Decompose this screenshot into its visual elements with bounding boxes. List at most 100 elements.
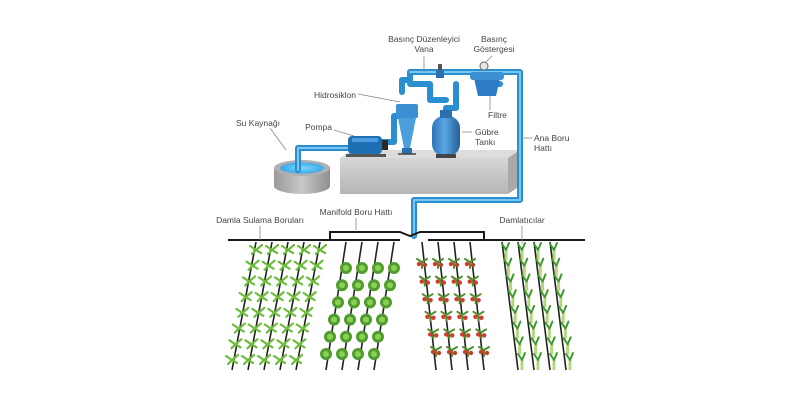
corn-plant xyxy=(312,243,328,256)
corn-plant xyxy=(306,275,321,287)
tomato-fruit xyxy=(463,315,468,320)
label-hydrocyclone: Hidrosiklon xyxy=(314,90,356,100)
tomato-fruit xyxy=(436,350,442,356)
cabbage-heart xyxy=(335,299,341,306)
stem-leaf xyxy=(565,352,574,361)
corn-plant xyxy=(256,353,272,366)
tomato-fruit xyxy=(416,261,422,267)
label-valve-line1: Basınç Düzenleyici xyxy=(388,34,460,44)
corn-plant xyxy=(293,259,308,271)
corn-plant xyxy=(224,353,240,366)
pressure-valve xyxy=(436,64,444,78)
pump xyxy=(346,136,388,157)
corn-plant xyxy=(244,338,259,350)
cabbage-heart xyxy=(343,333,349,340)
stem-leaf xyxy=(555,289,565,299)
crop-rows xyxy=(224,241,574,371)
stem-leaf xyxy=(526,304,536,314)
stem-leaf xyxy=(533,242,542,251)
tomato-fruit xyxy=(452,350,458,356)
drip-pipe-row xyxy=(247,241,273,371)
filter-assembly xyxy=(470,61,504,96)
cabbage-heart xyxy=(339,351,345,357)
tomato-plant xyxy=(432,258,444,269)
tomato-fruit xyxy=(419,279,424,284)
label-gauge-line2: Göstergesi xyxy=(473,44,514,54)
corn-plant xyxy=(267,306,282,318)
tomato-fruit xyxy=(470,262,476,268)
drip-pipe-row xyxy=(295,241,321,371)
stem-leaf xyxy=(544,320,554,330)
tomato-fruit xyxy=(450,333,455,338)
stem-leaf xyxy=(528,320,538,330)
tomato-plant xyxy=(478,346,490,357)
corn-plant xyxy=(279,322,294,334)
corn-plant xyxy=(274,275,289,287)
label-manifold: Manifold Boru Hattı xyxy=(320,207,393,217)
corn-plant xyxy=(276,338,291,350)
tomato-plant xyxy=(416,258,428,269)
cabbage-heart xyxy=(387,282,393,289)
tomato-fruit xyxy=(473,314,478,319)
tomato-fruit xyxy=(435,279,440,284)
corn-plant xyxy=(277,259,292,271)
stem-leaf xyxy=(507,289,517,299)
corn-plant xyxy=(251,306,266,318)
tomato-fruit xyxy=(478,349,484,355)
cabbage-heart xyxy=(355,282,361,289)
corn-plant xyxy=(254,291,269,303)
leader-lines xyxy=(259,55,532,244)
stem-leaf xyxy=(533,352,542,361)
label-fertilizer-line1: Gübre xyxy=(475,127,499,137)
corn-plant xyxy=(270,291,285,303)
tomato-fruit xyxy=(441,314,446,319)
corn-plant xyxy=(264,243,280,256)
cabbage-heart xyxy=(347,316,353,323)
stem-leaf xyxy=(510,304,520,314)
cabbage-heart xyxy=(339,282,345,289)
tomato-fruit xyxy=(444,332,449,337)
corn-plant xyxy=(245,259,260,271)
tomato-fruit xyxy=(457,280,462,285)
stem-leaf xyxy=(546,336,556,346)
tomato-plant xyxy=(472,310,485,322)
corn-plant xyxy=(292,338,307,350)
label-fertilizer-line2: Tankı xyxy=(475,137,495,147)
corn-plant xyxy=(238,291,253,303)
tomato-plant xyxy=(466,275,479,287)
drip-pipe-row xyxy=(501,241,519,371)
tomato-plant xyxy=(475,328,488,340)
tomato-plant xyxy=(448,258,460,269)
stem-leaf xyxy=(505,273,515,283)
labels: Basınç Düzenleyici Vana Basınç Gösterges… xyxy=(216,34,570,225)
stem-leaf xyxy=(549,352,558,361)
label-filter: Filtre xyxy=(488,110,507,120)
tomato-fruit xyxy=(425,280,430,285)
tomato-fruit xyxy=(451,279,456,284)
tomato-fruit xyxy=(467,279,472,284)
cabbage-heart xyxy=(371,282,377,289)
corn-plant xyxy=(272,353,288,366)
cabbage-heart xyxy=(383,299,389,306)
tomato-fruit xyxy=(438,262,444,268)
label-pump: Pompa xyxy=(305,122,332,132)
cabbage-heart xyxy=(351,299,357,306)
stem-leaf xyxy=(553,273,563,283)
cabbage-heart xyxy=(327,333,333,340)
tomato-plant xyxy=(462,346,474,357)
tomato-fruit xyxy=(462,349,468,355)
cabbage-heart xyxy=(375,265,381,271)
tomato-fruit xyxy=(448,261,454,267)
tomato-fruit xyxy=(454,297,459,302)
tomato-plant xyxy=(424,310,437,322)
cabbage-heart xyxy=(375,333,381,340)
label-valve-line2: Vana xyxy=(414,44,433,54)
stem-leaf xyxy=(503,257,513,267)
stem-leaf xyxy=(560,320,570,330)
label-water-source: Su Kaynağı xyxy=(236,118,280,128)
label-emitters: Damlatıcılar xyxy=(499,215,545,225)
corn-plant xyxy=(295,322,310,334)
tomato-plant xyxy=(464,258,476,269)
drip-pipe-row xyxy=(533,241,551,371)
tomato-plant xyxy=(421,293,434,305)
